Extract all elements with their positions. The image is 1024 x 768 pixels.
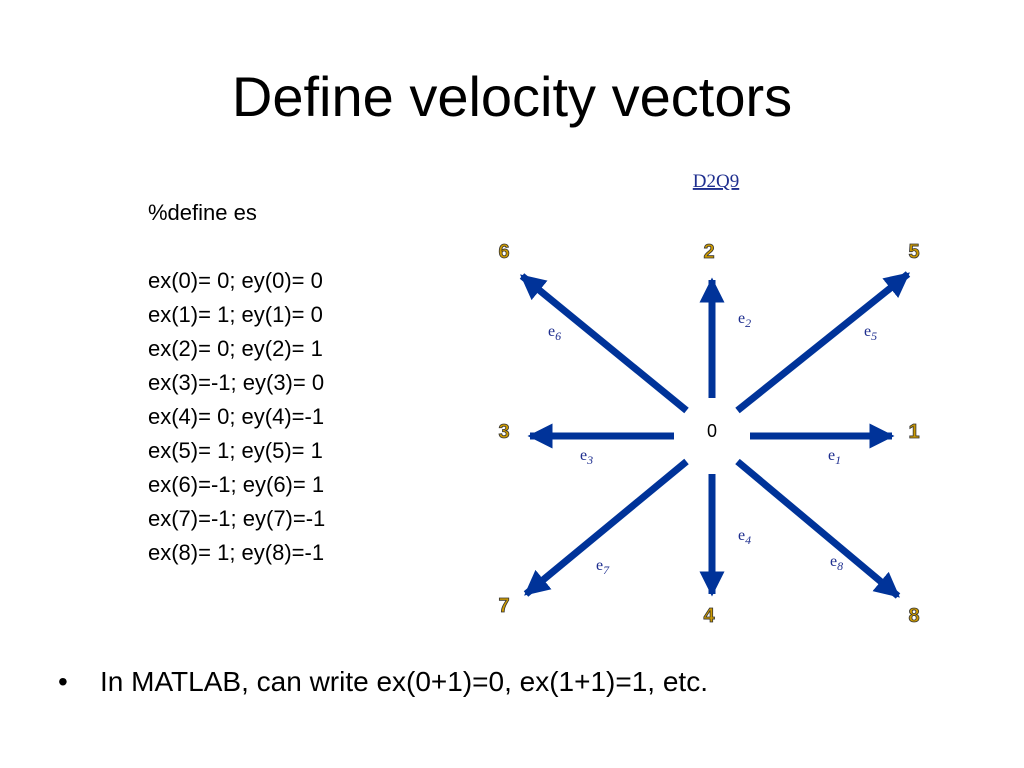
code-line: ex(7)=-1; ey(7)=-1 <box>148 506 326 531</box>
code-line: ex(5)= 1; ey(5)= 1 <box>148 438 323 463</box>
code-line: ex(6)=-1; ey(6)= 1 <box>148 472 325 497</box>
vector-label-subscript: 4 <box>745 533 751 547</box>
code-line: ex(8)= 1; ey(8)=-1 <box>148 540 325 565</box>
arrow-e7 <box>523 458 689 597</box>
vector-label-e2: e2 <box>738 310 751 330</box>
bullet-marker: • <box>58 666 68 697</box>
arrow-e8 <box>735 458 901 599</box>
arrow-e6 <box>519 273 689 414</box>
direction-number-4: 4 <box>703 605 715 627</box>
vector-label-base: e <box>548 323 555 340</box>
code-line: ex(4)= 0; ey(4)=-1 <box>148 404 325 429</box>
vector-label-base: e <box>828 447 835 464</box>
center-node-label: 0 <box>707 421 717 441</box>
vector-label-e6: e6 <box>548 323 561 343</box>
bullet-text: In MATLAB, can write ex(0+1)=0, ex(1+1)=… <box>100 666 708 697</box>
code-block: %define es ex(0)= 0; ey(0)= 0 ex(1)= 1; ey… <box>148 196 325 570</box>
direction-number-2: 2 <box>703 241 714 263</box>
bullet-item: • In MATLAB, can write ex(0+1)=0, ex(1+1)… <box>58 660 708 704</box>
code-line: ex(1)= 1; ey(1)= 0 <box>148 302 323 327</box>
vector-label-subscript: 1 <box>835 453 841 467</box>
direction-number-7: 7 <box>498 595 509 617</box>
vector-label-subscript: 5 <box>871 329 877 343</box>
code-line: ex(2)= 0; ey(2)= 1 <box>148 336 323 361</box>
direction-number-1: 1 <box>908 421 919 443</box>
vector-label-e1: e1 <box>828 447 841 467</box>
vector-label-subscript: 8 <box>837 559 843 573</box>
direction-number-3: 3 <box>498 421 509 443</box>
slide-title: Define velocity vectors <box>231 65 793 128</box>
vector-label-base: e <box>596 557 603 574</box>
vector-label-subscript: 6 <box>555 329 561 343</box>
direction-number-5: 5 <box>908 241 919 263</box>
vector-label-base: e <box>580 447 587 464</box>
vector-label-e8: e8 <box>830 553 843 573</box>
vector-label-e4: e4 <box>738 527 751 547</box>
diagram-caption: D2Q9 <box>693 171 739 192</box>
direction-number-6: 6 <box>498 241 509 263</box>
velocity-arrows <box>519 271 911 599</box>
vector-label-base: e <box>738 310 745 327</box>
direction-number-8: 8 <box>908 605 919 627</box>
vector-label-subscript: 2 <box>745 316 751 330</box>
vector-label-base: e <box>830 553 837 570</box>
vector-label-base: e <box>864 323 871 340</box>
code-line: ex(0)= 0; ey(0)= 0 <box>148 268 323 293</box>
vector-label-subscript: 7 <box>603 563 610 577</box>
vector-label-base: e <box>738 527 745 544</box>
vector-label-subscript: 3 <box>586 453 593 467</box>
arrow-e5 <box>735 271 911 414</box>
vector-label-e5: e5 <box>864 323 877 343</box>
code-line: ex(3)=-1; ey(3)= 0 <box>148 370 325 395</box>
vector-label-e7: e7 <box>596 557 610 577</box>
vector-label-e3: e3 <box>580 447 593 467</box>
code-line: %define es <box>148 200 257 225</box>
